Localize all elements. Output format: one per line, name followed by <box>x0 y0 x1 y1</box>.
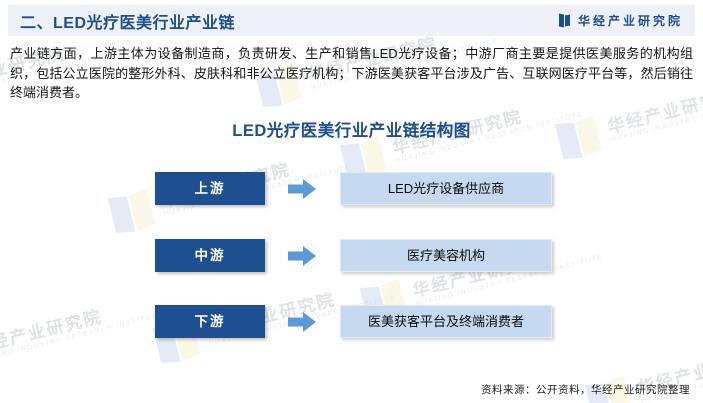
stage-box-midstream: 中游 <box>155 239 265 272</box>
page-title: 二、LED光疗医美行业产业链 <box>20 14 236 32</box>
brand-logo-icon <box>558 13 572 28</box>
brand-name: 华经产业研究院 <box>577 14 683 28</box>
entity-box-midstream: 医疗美容机构 <box>340 239 552 272</box>
source-note: 资料来源：公开资料，华经产业研究院整理 <box>481 384 690 396</box>
entity-box-downstream: 医美获客平台及终端消费者 <box>340 305 552 338</box>
header: 二、LED光疗医美行业产业链 华经产业研究院 <box>8 5 695 36</box>
watermark-cn: 华经产业研究院 <box>0 306 105 358</box>
watermark-en: HUAJING INDUSTRY RESEARCH INSTITUTE <box>0 310 164 365</box>
chain-row-downstream: 下游 医美获客平台及终端消费者 <box>155 305 552 338</box>
intro-paragraph: 产业链方面，上游主体为设备制造商，负责研发、生产和销售LED光疗设备；中游厂商主… <box>10 46 693 100</box>
entity-box-upstream: LED光疗设备供应商 <box>340 172 552 205</box>
stage-box-upstream: 上游 <box>155 172 265 205</box>
arrow-right-icon <box>288 246 316 266</box>
arrow-right-icon <box>288 312 316 332</box>
chain-row-upstream: 上游 LED光疗设备供应商 <box>155 172 552 205</box>
brand: 华经产业研究院 <box>558 12 695 29</box>
chain-row-midstream: 中游 医疗美容机构 <box>155 239 552 272</box>
arrow-right-icon <box>288 179 316 199</box>
stage-box-downstream: 下游 <box>155 305 265 338</box>
figure-title: LED光疗医美行业产业链结构图 <box>232 122 471 140</box>
watermark-logo-icon <box>106 186 159 237</box>
